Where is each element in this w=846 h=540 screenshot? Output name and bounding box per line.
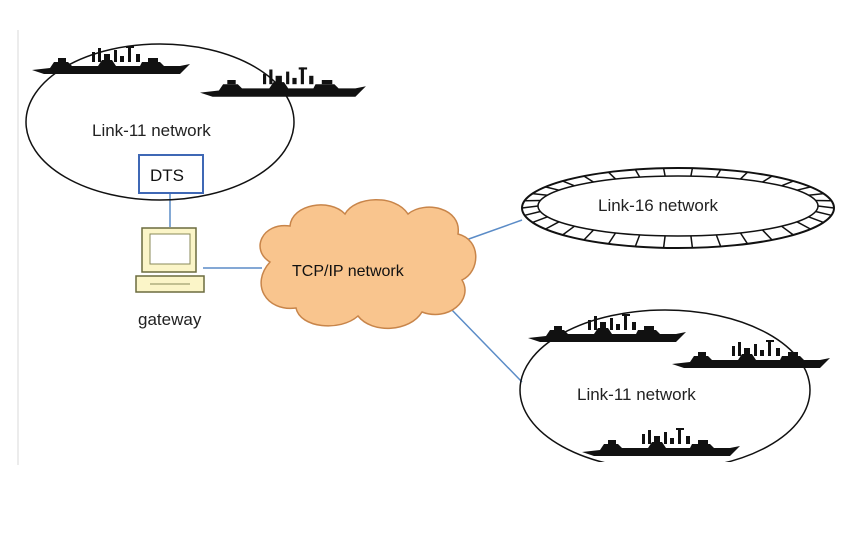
ring-segment-line <box>634 234 641 247</box>
ring-segment-line <box>562 180 575 187</box>
ring-segment-line <box>662 168 666 177</box>
ring-segment-line <box>562 225 575 236</box>
ring-segment-line <box>545 186 560 191</box>
link11-bottom-label: Link-11 network <box>577 385 696 404</box>
ring-segment-line <box>634 169 641 178</box>
ship-icon <box>672 340 830 368</box>
ring-segment-line <box>545 221 560 230</box>
ring-segment-line <box>796 186 811 191</box>
ring-segment-line <box>715 234 722 247</box>
dts-box <box>138 154 204 194</box>
ring-segment-line <box>532 216 548 224</box>
ring-segment-line <box>739 171 749 180</box>
ring-segment-line <box>583 175 594 183</box>
ring-segment-line <box>761 229 773 241</box>
ring-segment-line <box>690 168 694 177</box>
ring-segment-line <box>808 192 824 196</box>
ring-segment-line <box>715 169 722 178</box>
computer-icon <box>135 227 205 293</box>
ring-segment-line <box>607 232 617 245</box>
link11-top-ellipse <box>25 43 295 201</box>
dts-label: DTS <box>150 166 184 185</box>
ship-icon <box>528 314 686 342</box>
ring-segment-line <box>815 210 832 217</box>
ring-segment-line <box>739 232 749 245</box>
ring-segment-line <box>817 205 835 209</box>
ring-segment-line <box>532 192 548 196</box>
ring-segment-line <box>781 180 794 187</box>
ship-icon <box>582 428 740 456</box>
ring-segment-line <box>808 216 824 224</box>
cloud-link16-link <box>465 219 523 241</box>
ring-segment-line <box>524 210 541 217</box>
ring-segment-line <box>521 205 539 209</box>
ship-icon <box>200 67 366 97</box>
cloud-icon <box>259 199 477 329</box>
link16-label: Link-16 network <box>598 196 719 215</box>
link11-top-label: Link-11 network <box>92 121 211 140</box>
ring-segment-line <box>607 171 617 180</box>
ring-segment-line <box>662 235 666 248</box>
ship-icon <box>32 46 190 74</box>
gateway-label: gateway <box>138 310 202 329</box>
cloud-link11-bottom-link <box>449 307 523 383</box>
ring-segment-line <box>690 235 694 248</box>
ring-segment-line <box>796 221 811 230</box>
ring-segment-line <box>762 175 773 183</box>
ring-segment-line <box>583 229 595 241</box>
ring-segment-line <box>781 225 794 236</box>
ring-icon <box>521 167 835 249</box>
tcp-ip-label: TCP/IP network <box>292 263 405 280</box>
